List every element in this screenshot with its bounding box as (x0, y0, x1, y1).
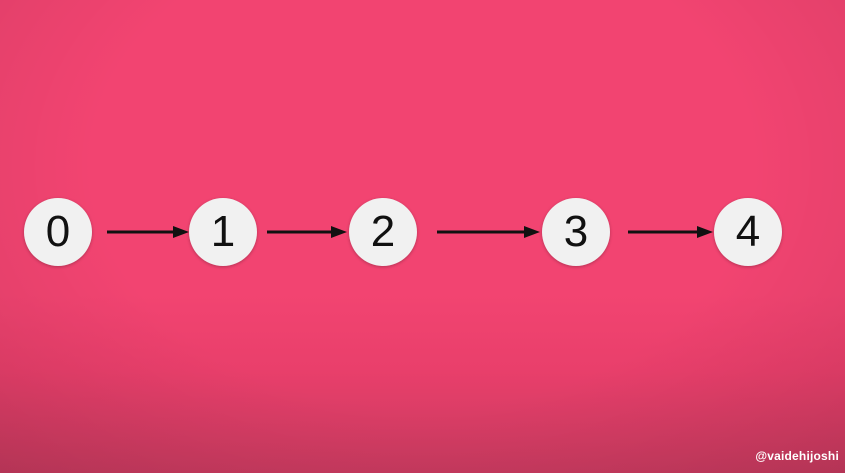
list-node-4: 4 (714, 198, 782, 266)
list-node-3: 3 (542, 198, 610, 266)
pointer-arrow-3-4 (628, 225, 713, 239)
list-node-2: 2 (349, 198, 417, 266)
arrow-icon (267, 226, 347, 238)
node-label-3: 3 (563, 207, 589, 256)
pointer-arrow-2-3 (437, 225, 540, 239)
arrow-icon (107, 226, 189, 238)
node-label-2: 2 (370, 207, 396, 256)
list-node-0: 0 (24, 198, 92, 266)
node-label-4: 4 (735, 207, 761, 256)
pointer-arrow-0-1 (107, 225, 189, 239)
author-watermark: @vaidehijoshi (755, 449, 839, 463)
arrow-icon (437, 226, 540, 238)
list-node-1: 1 (189, 198, 257, 266)
node-label-0: 0 (45, 207, 71, 256)
pointer-arrow-1-2 (267, 225, 347, 239)
node-label-1: 1 (210, 207, 236, 256)
arrow-icon (628, 226, 713, 238)
